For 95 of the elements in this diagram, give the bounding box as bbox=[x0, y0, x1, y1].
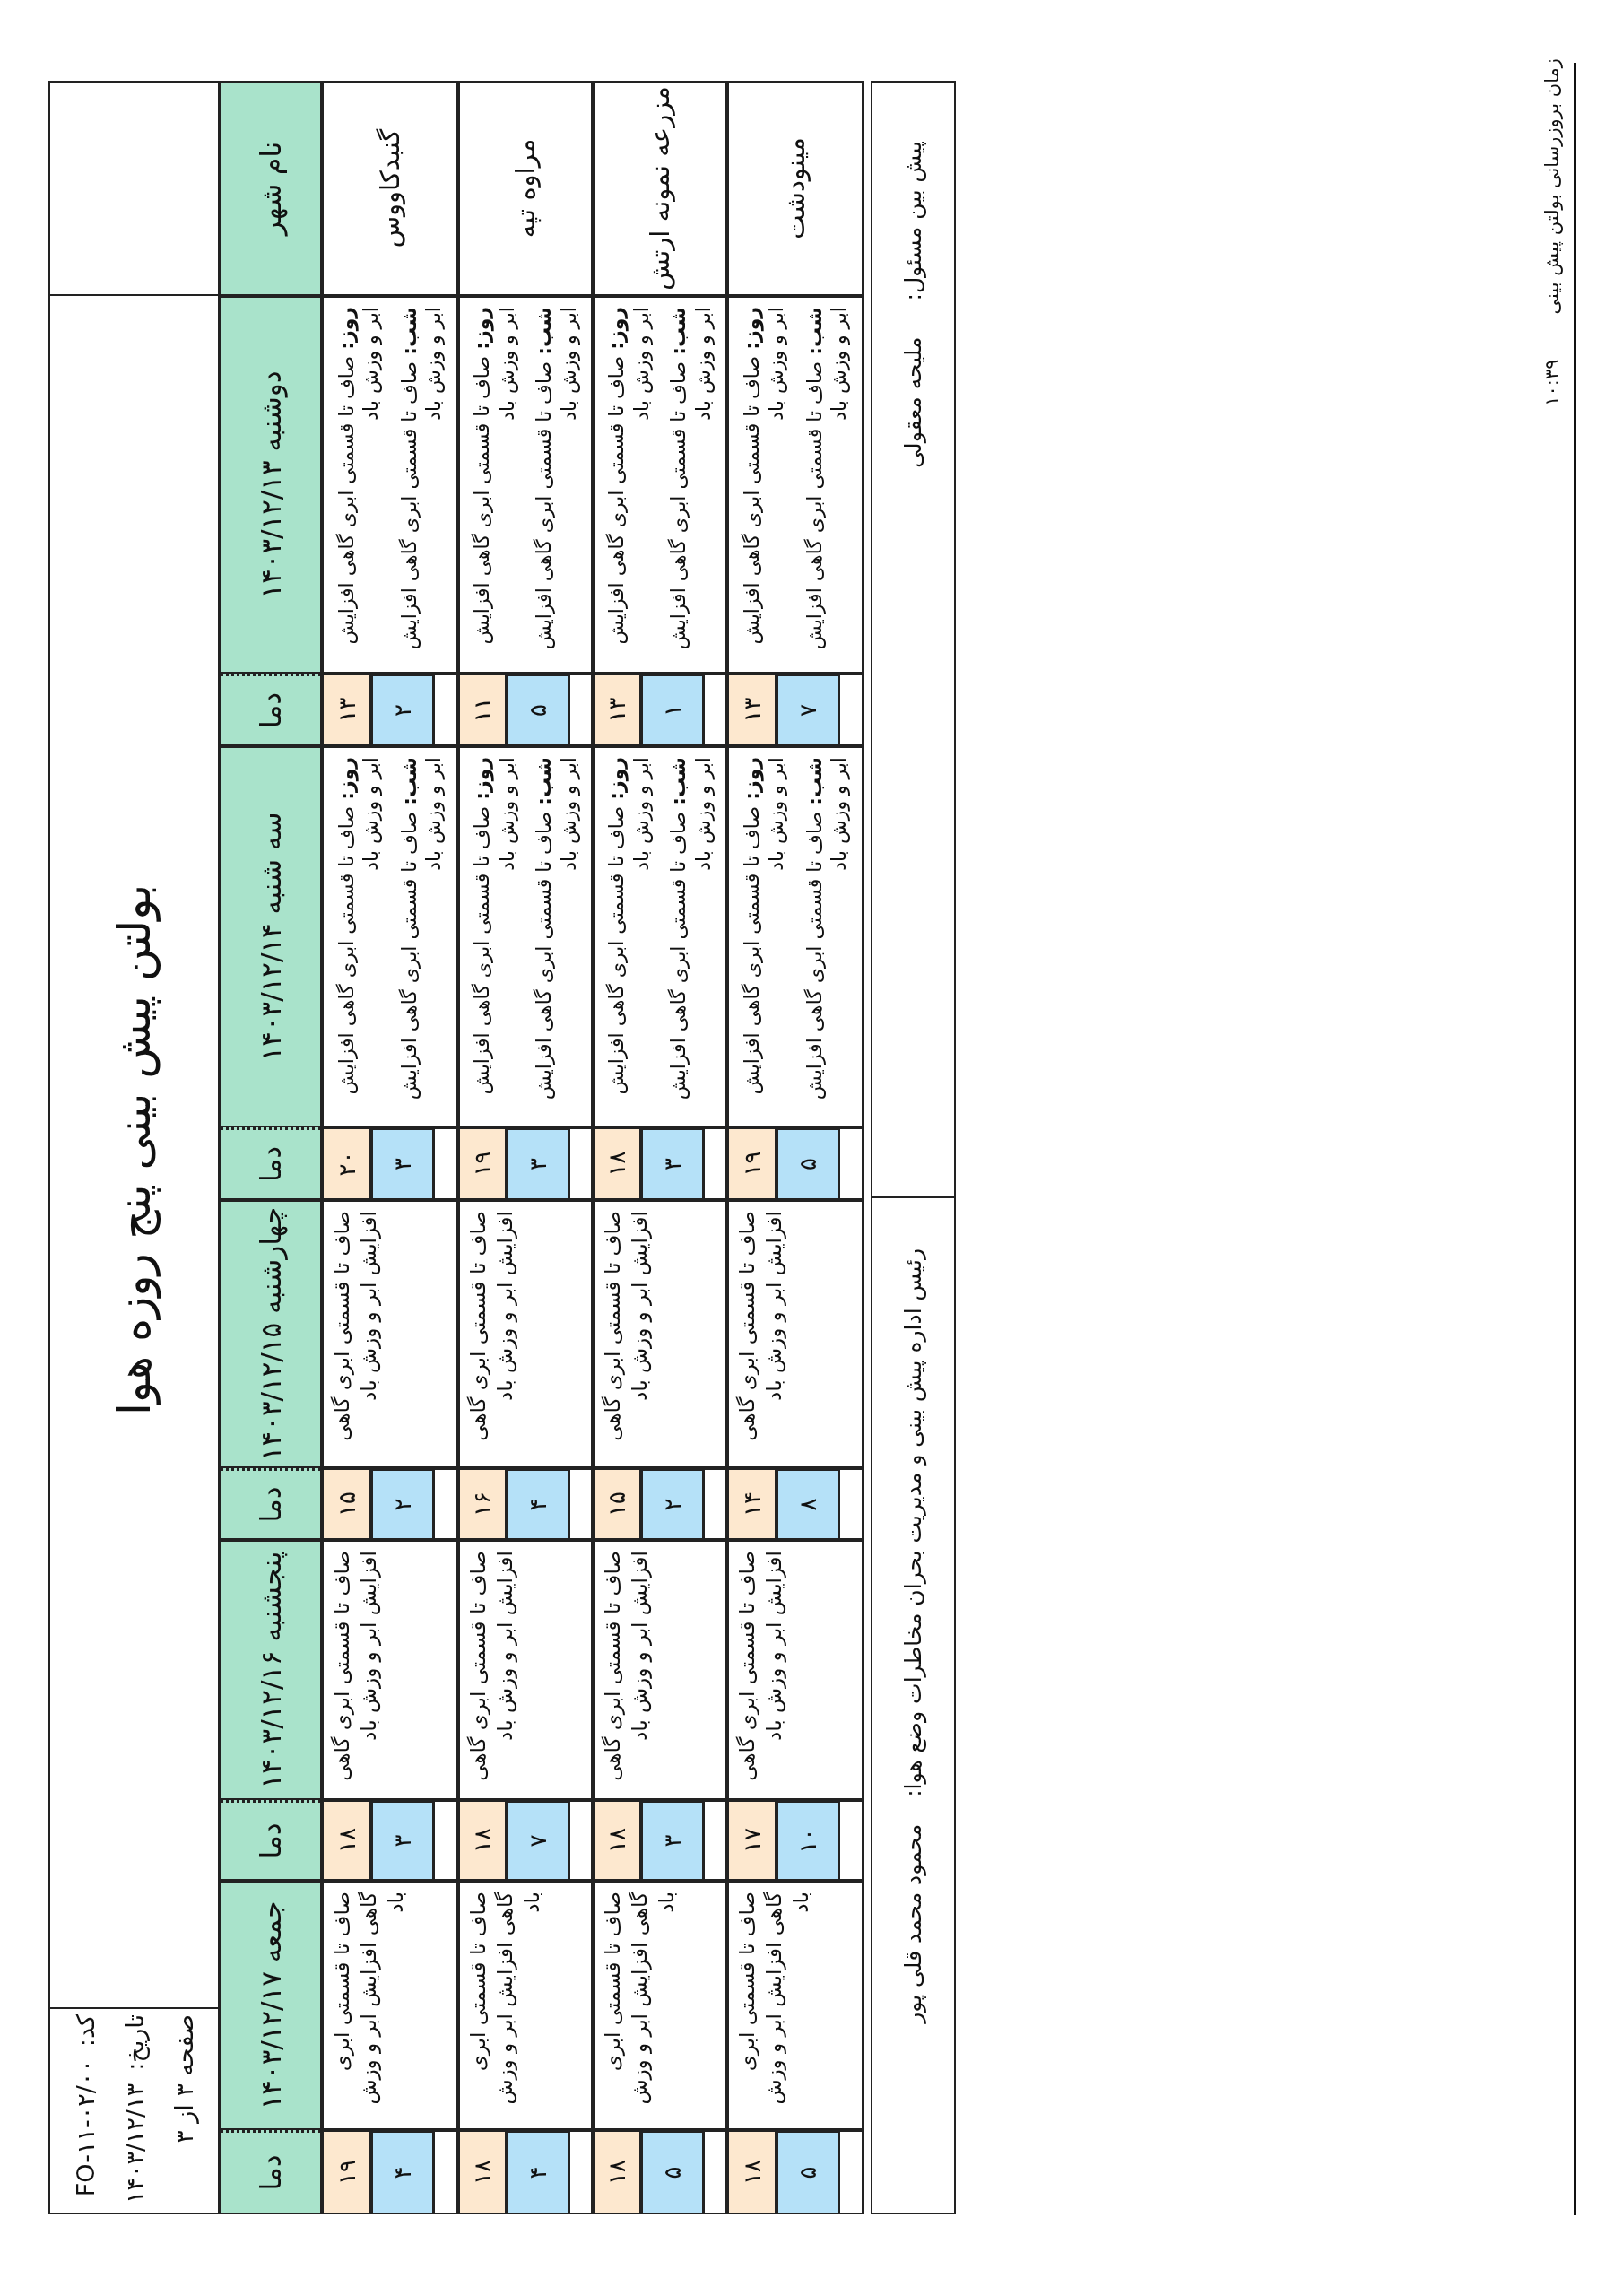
forecast-text: شب: صاف تا قسمتی ابری گاهی افزایش ابر و وزش باد bbox=[803, 757, 850, 1100]
max-temp-cell: ۱۵ bbox=[322, 1468, 371, 1540]
min-temp-cell: ۷ bbox=[507, 1800, 570, 1881]
min-temp-cell: ۴ bbox=[507, 2130, 570, 2214]
header-cell: جمعه ۱۴۰۳/۱۲/۱۷ bbox=[220, 1881, 322, 2130]
max-temp-cell: ۱۸ bbox=[458, 1800, 507, 1881]
min-temp-cell: ۸ bbox=[777, 1468, 840, 1540]
header-cell: دما bbox=[220, 1468, 322, 1540]
forecast-text: روز: صاف تا قسمتی ابری گاهی افزایش ابر و وزش باد bbox=[605, 307, 653, 645]
max-temp-cell: ۱۸ bbox=[593, 1800, 641, 1881]
header-cell: سه شنبه ۱۴۰۳/۱۲/۱۴ bbox=[220, 746, 322, 1127]
header-cell: دما bbox=[220, 2130, 322, 2214]
forecast-text: روز: صاف تا قسمتی ابری گاهی افزایش ابر و وزش باد bbox=[605, 757, 653, 1095]
forecast-cell: صاف تا قسمتی ابری گاهی افزایش ابر و وزش باد bbox=[458, 1881, 593, 2130]
city-cell: مینودشت bbox=[727, 81, 864, 296]
min-temp-cell: ۱۰ bbox=[777, 1800, 840, 1881]
forecast-cell: صاف تا قسمتی ابری گاهی افزایش ابر و وزش باد bbox=[458, 1540, 593, 1800]
min-temp-cell: ۳ bbox=[371, 1800, 435, 1881]
forecast-cell: صاف تا قسمتی ابری گاهی افزایش ابر و وزش باد bbox=[593, 1540, 727, 1800]
max-temp-cell: ۱۸ bbox=[593, 2130, 641, 2214]
min-temp-cell: ۳ bbox=[641, 1127, 705, 1200]
header-cell: دوشنبه ۱۴۰۳/۱۲/۱۳ bbox=[220, 296, 322, 674]
max-temp-cell: ۱۴ bbox=[727, 1468, 777, 1540]
min-temp-cell: ۴ bbox=[507, 1468, 570, 1540]
max-temp-cell: ۱۹ bbox=[322, 2130, 371, 2214]
forecast-text: شب: صاف تا قسمتی ابری گاهی افزایش ابر و وزش باد bbox=[667, 757, 715, 1100]
signature-name: ملیحه معقولی bbox=[900, 336, 926, 468]
max-temp-cell: ۱۷ bbox=[727, 1800, 777, 1881]
forecast-text: شب: صاف تا قسمتی ابری گاهی افزایش ابر و وزش باد bbox=[397, 307, 445, 650]
forecast-text: شب: صاف تا قسمتی ابری گاهی افزایش ابر و وزش باد bbox=[533, 757, 580, 1100]
min-temp-cell: ۷ bbox=[777, 674, 840, 746]
date-value: ۱۴۰۳/۱۲/۱۳ bbox=[121, 2083, 149, 2205]
header-cell: دما bbox=[220, 1800, 322, 1881]
min-temp-cell: ۵ bbox=[777, 2130, 840, 2214]
min-temp-cell: ۴ bbox=[371, 2130, 435, 2214]
signature-label: رئیس اداره پیش بینی و مدیریت بحران مخاطرات وضع هوا: bbox=[900, 1248, 926, 1797]
min-temp-cell: ۳ bbox=[507, 1127, 570, 1200]
min-temp-cell: ۲ bbox=[371, 1468, 435, 1540]
max-temp-cell: ۱۵ bbox=[593, 1468, 641, 1540]
signature-label: پیش بین مسئول: bbox=[900, 141, 926, 301]
header-cell: دما bbox=[220, 1127, 322, 1200]
forecast-text: شب: صاف تا قسمتی ابری گاهی افزایش ابر و وزش باد bbox=[533, 307, 580, 650]
signature-name: محمود محمد قلی پور bbox=[900, 1823, 926, 2023]
page-number: صفحه ۳ از ۳ bbox=[170, 2014, 198, 2144]
header-cell: پنجشنبه ۱۴۰۳/۱۲/۱۶ bbox=[220, 1540, 322, 1800]
header-cell: دما bbox=[220, 674, 322, 746]
max-temp-cell: ۱۸ bbox=[593, 1127, 641, 1200]
max-temp-cell: ۲۰ bbox=[322, 1127, 371, 1200]
forecast-text: روز: صاف تا قسمتی ابری گاهی افزایش ابر و وزش باد bbox=[471, 307, 518, 645]
header-cell: نام شهر bbox=[220, 81, 322, 296]
city-cell: مراوه تپه bbox=[458, 81, 593, 296]
forecast-cell: صاف تا قسمتی ابری گاهی افزایش ابر و وزش باد bbox=[593, 1881, 727, 2130]
min-temp-cell: ۳ bbox=[371, 1127, 435, 1200]
update-time-label: زمان بروزرسانی بولتن پیش بینی bbox=[1541, 58, 1563, 315]
min-temp-cell: ۱ bbox=[641, 674, 705, 746]
max-temp-cell: ۱۹ bbox=[458, 1127, 507, 1200]
min-temp-cell: ۲ bbox=[641, 1468, 705, 1540]
max-temp-cell: ۱۸ bbox=[458, 2130, 507, 2214]
forecast-cell: صاف تا قسمتی ابری گاهی افزایش ابر و وزش باد bbox=[593, 1200, 727, 1468]
forecast-cell: صاف تا قسمتی ابری گاهی افزایش ابر و وزش باد bbox=[727, 1540, 864, 1800]
forecast-cell: صاف تا قسمتی ابری گاهی افزایش ابر و وزش باد bbox=[322, 1540, 458, 1800]
city-cell: گنبدکاووس bbox=[322, 81, 458, 296]
code-value: FO-۱۱-۰۲/۰۰ bbox=[72, 2059, 100, 2197]
max-temp-cell: ۱۱ bbox=[458, 674, 507, 746]
forecast-cell: صاف تا قسمتی ابری گاهی افزایش ابر و وزش باد bbox=[322, 1881, 458, 2130]
date-label: تاریخ: bbox=[121, 2014, 149, 2071]
forecast-text: روز: صاف تا قسمتی ابری گاهی افزایش ابر و وزش باد bbox=[334, 757, 382, 1095]
min-temp-cell: ۵ bbox=[641, 2130, 705, 2214]
max-temp-cell: ۱۳ bbox=[322, 674, 371, 746]
max-temp-cell: ۱۳ bbox=[727, 674, 777, 746]
city-cell: مزرعه نمونه ارتش bbox=[593, 81, 727, 296]
max-temp-cell: ۱۸ bbox=[727, 2130, 777, 2214]
max-temp-cell: ۱۳ bbox=[593, 674, 641, 746]
min-temp-cell: ۵ bbox=[507, 674, 570, 746]
max-temp-cell: ۱۸ bbox=[322, 1800, 371, 1881]
header-cell: چهارشنبه ۱۴۰۳/۱۲/۱۵ bbox=[220, 1200, 322, 1468]
forecast-text: روز: صاف تا قسمتی ابری گاهی افزایش ابر و وزش باد bbox=[334, 307, 382, 645]
forecast-text: شب: صاف تا قسمتی ابری گاهی افزایش ابر و وزش باد bbox=[397, 757, 445, 1100]
bulletin-title: بولتن پیش بینی پنج روزه هوا bbox=[107, 883, 162, 1418]
forecast-cell: صاف تا قسمتی ابری گاهی افزایش ابر و وزش باد bbox=[322, 1200, 458, 1468]
forecast-text: شب: صاف تا قسمتی ابری گاهی افزایش ابر و وزش باد bbox=[667, 307, 715, 650]
forecast-cell: صاف تا قسمتی ابری گاهی افزایش ابر و وزش باد bbox=[458, 1200, 593, 1468]
min-temp-cell: ۵ bbox=[777, 1127, 840, 1200]
min-temp-cell: ۳ bbox=[641, 1800, 705, 1881]
max-temp-cell: ۱۶ bbox=[458, 1468, 507, 1540]
min-temp-cell: ۲ bbox=[371, 674, 435, 746]
code-label: کد: bbox=[72, 2014, 100, 2048]
update-time-value: ۱۰:۳۹ bbox=[1541, 359, 1563, 406]
forecast-text: روز: صاف تا قسمتی ابری گاهی افزایش ابر و وزش باد bbox=[740, 307, 787, 645]
forecast-text: شب: صاف تا قسمتی ابری گاهی افزایش ابر و وزش باد bbox=[803, 307, 850, 650]
max-temp-cell: ۱۹ bbox=[727, 1127, 777, 1200]
forecast-text: روز: صاف تا قسمتی ابری گاهی افزایش ابر و وزش باد bbox=[471, 757, 518, 1095]
forecast-cell: صاف تا قسمتی ابری گاهی افزایش ابر و وزش باد bbox=[727, 1200, 864, 1468]
forecast-cell: صاف تا قسمتی ابری گاهی افزایش ابر و وزش باد bbox=[727, 1881, 864, 2130]
forecast-text: روز: صاف تا قسمتی ابری گاهی افزایش ابر و وزش باد bbox=[740, 757, 787, 1095]
